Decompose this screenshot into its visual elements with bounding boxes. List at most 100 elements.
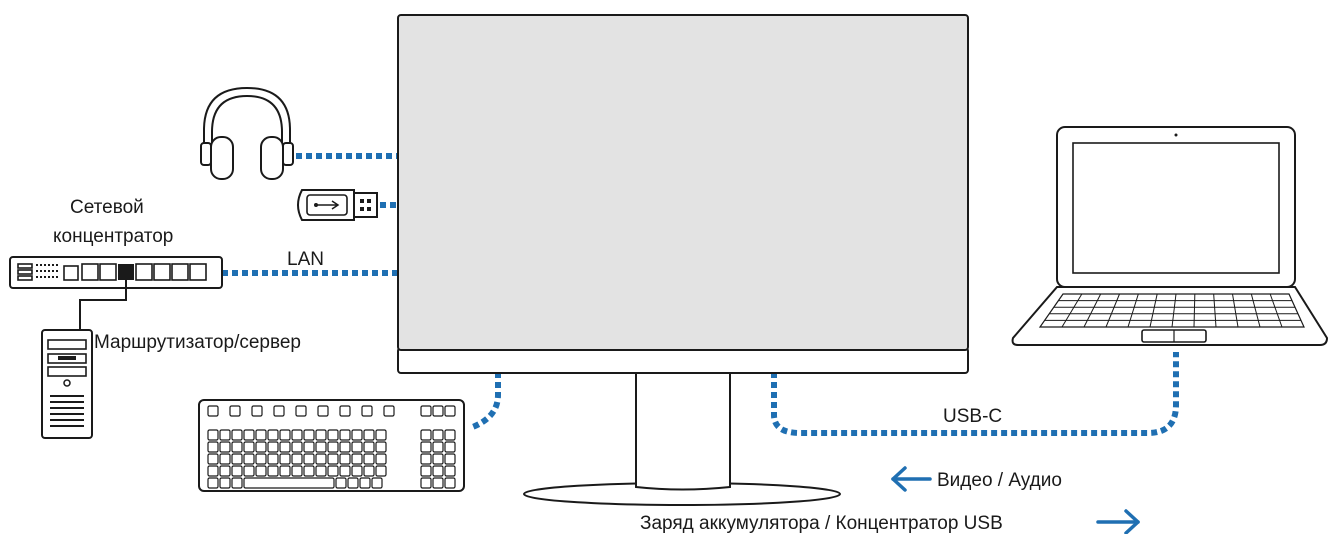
keyboard-key xyxy=(207,477,219,489)
keyboard-key xyxy=(444,453,456,465)
keyboard-key xyxy=(444,465,456,477)
keyboard-key xyxy=(359,477,371,489)
keyboard-key xyxy=(327,441,339,453)
keyboard-key xyxy=(339,441,351,453)
keyboard-key xyxy=(243,429,255,441)
keyboard-key xyxy=(351,441,363,453)
usb-drive-icon xyxy=(297,189,378,221)
keyboard-key xyxy=(371,477,383,489)
keyboard-key xyxy=(243,441,255,453)
keyboard-key xyxy=(347,477,359,489)
router-server-label: Маршрутизатор/сервер xyxy=(94,332,301,353)
arrow-right-icon xyxy=(1096,509,1140,535)
keyboard-key xyxy=(291,441,303,453)
video-audio-label: Видео / Аудио xyxy=(937,470,1062,491)
monitor-screen xyxy=(397,14,969,351)
keyboard-icon xyxy=(198,399,465,492)
keyboard-key xyxy=(432,453,444,465)
keyboard-key xyxy=(361,405,373,417)
laptop-key-grid-line xyxy=(1127,293,1139,328)
keyboard-key xyxy=(207,429,219,441)
keyboard-key xyxy=(315,441,327,453)
laptop-key-grid-line xyxy=(1171,293,1177,328)
keyboard-key xyxy=(295,405,307,417)
keyboard-key xyxy=(231,465,243,477)
keyboard-key xyxy=(219,429,231,441)
laptop-key-grid-line xyxy=(1269,293,1283,328)
keyboard-key xyxy=(231,441,243,453)
keyboard-key xyxy=(432,405,444,417)
usb-c-label: USB-C xyxy=(943,406,1002,427)
keyboard-key xyxy=(444,441,456,453)
keyboard-key xyxy=(363,429,375,441)
keyboard-key xyxy=(255,441,267,453)
monitor-icon xyxy=(397,14,969,506)
laptop-key-grid-line xyxy=(1105,293,1120,328)
keyboard-key xyxy=(207,441,219,453)
keyboard-key xyxy=(339,465,351,477)
keyboard-key xyxy=(291,429,303,441)
keyboard-key xyxy=(363,465,375,477)
arrow-left-icon xyxy=(891,466,932,492)
cables xyxy=(222,153,1179,436)
keyboard-key xyxy=(231,429,243,441)
keyboard-key xyxy=(243,477,335,489)
keyboard-key xyxy=(315,429,327,441)
laptop-key-grid-line xyxy=(1193,293,1196,328)
keyboard-key xyxy=(229,405,241,417)
keyboard-key xyxy=(339,453,351,465)
server-cable xyxy=(79,280,127,335)
keyboard-key xyxy=(279,441,291,453)
laptop-key-grid-line xyxy=(1083,293,1102,328)
laptop-key-grid-line xyxy=(1061,293,1083,328)
keyboard-key xyxy=(375,441,387,453)
keyboard-key xyxy=(420,465,432,477)
keyboard-key xyxy=(315,453,327,465)
charging-hub-label: Заряд аккумулятора / Концентратор USB xyxy=(640,513,1003,534)
keyboard-key xyxy=(363,453,375,465)
keyboard-key xyxy=(231,453,243,465)
keyboard-key xyxy=(291,453,303,465)
keyboard-key xyxy=(255,465,267,477)
keyboard-key xyxy=(327,465,339,477)
keyboard-key xyxy=(339,405,351,417)
keyboard-key xyxy=(291,465,303,477)
laptop-key-grid-line xyxy=(1213,293,1217,328)
keyboard-key xyxy=(267,441,279,453)
keyboard-key xyxy=(327,453,339,465)
keyboard-key xyxy=(375,453,387,465)
keyboard-key xyxy=(351,453,363,465)
keyboard-key xyxy=(317,405,329,417)
network-hub-icon xyxy=(9,256,223,289)
keyboard-key xyxy=(420,453,432,465)
laptop-key-grid-line xyxy=(1149,293,1158,328)
keyboard-key xyxy=(251,405,263,417)
keyboard-key xyxy=(375,429,387,441)
laptop-key-grid-line xyxy=(1250,293,1261,328)
keyboard-key xyxy=(219,453,231,465)
keyboard-key xyxy=(432,441,444,453)
keyboard-key xyxy=(207,405,219,417)
keyboard-key xyxy=(420,429,432,441)
keyboard-key xyxy=(351,429,363,441)
keyboard-cable xyxy=(468,372,501,431)
keyboard-key xyxy=(207,465,219,477)
keyboard-key xyxy=(207,453,219,465)
keyboard-key xyxy=(363,441,375,453)
keyboard-key xyxy=(303,429,315,441)
keyboard-key xyxy=(279,429,291,441)
keyboard-key xyxy=(432,429,444,441)
keyboard-key xyxy=(243,453,255,465)
keyboard-key xyxy=(420,441,432,453)
keyboard-key xyxy=(383,405,395,417)
keyboard-key xyxy=(231,477,243,489)
keyboard-key xyxy=(255,453,267,465)
keyboard-key xyxy=(327,429,339,441)
keyboard-key xyxy=(267,465,279,477)
headphones-icon xyxy=(200,86,294,180)
keyboard-key xyxy=(335,477,347,489)
keyboard-key xyxy=(303,453,315,465)
keyboard-key xyxy=(219,441,231,453)
keyboard-key xyxy=(279,465,291,477)
